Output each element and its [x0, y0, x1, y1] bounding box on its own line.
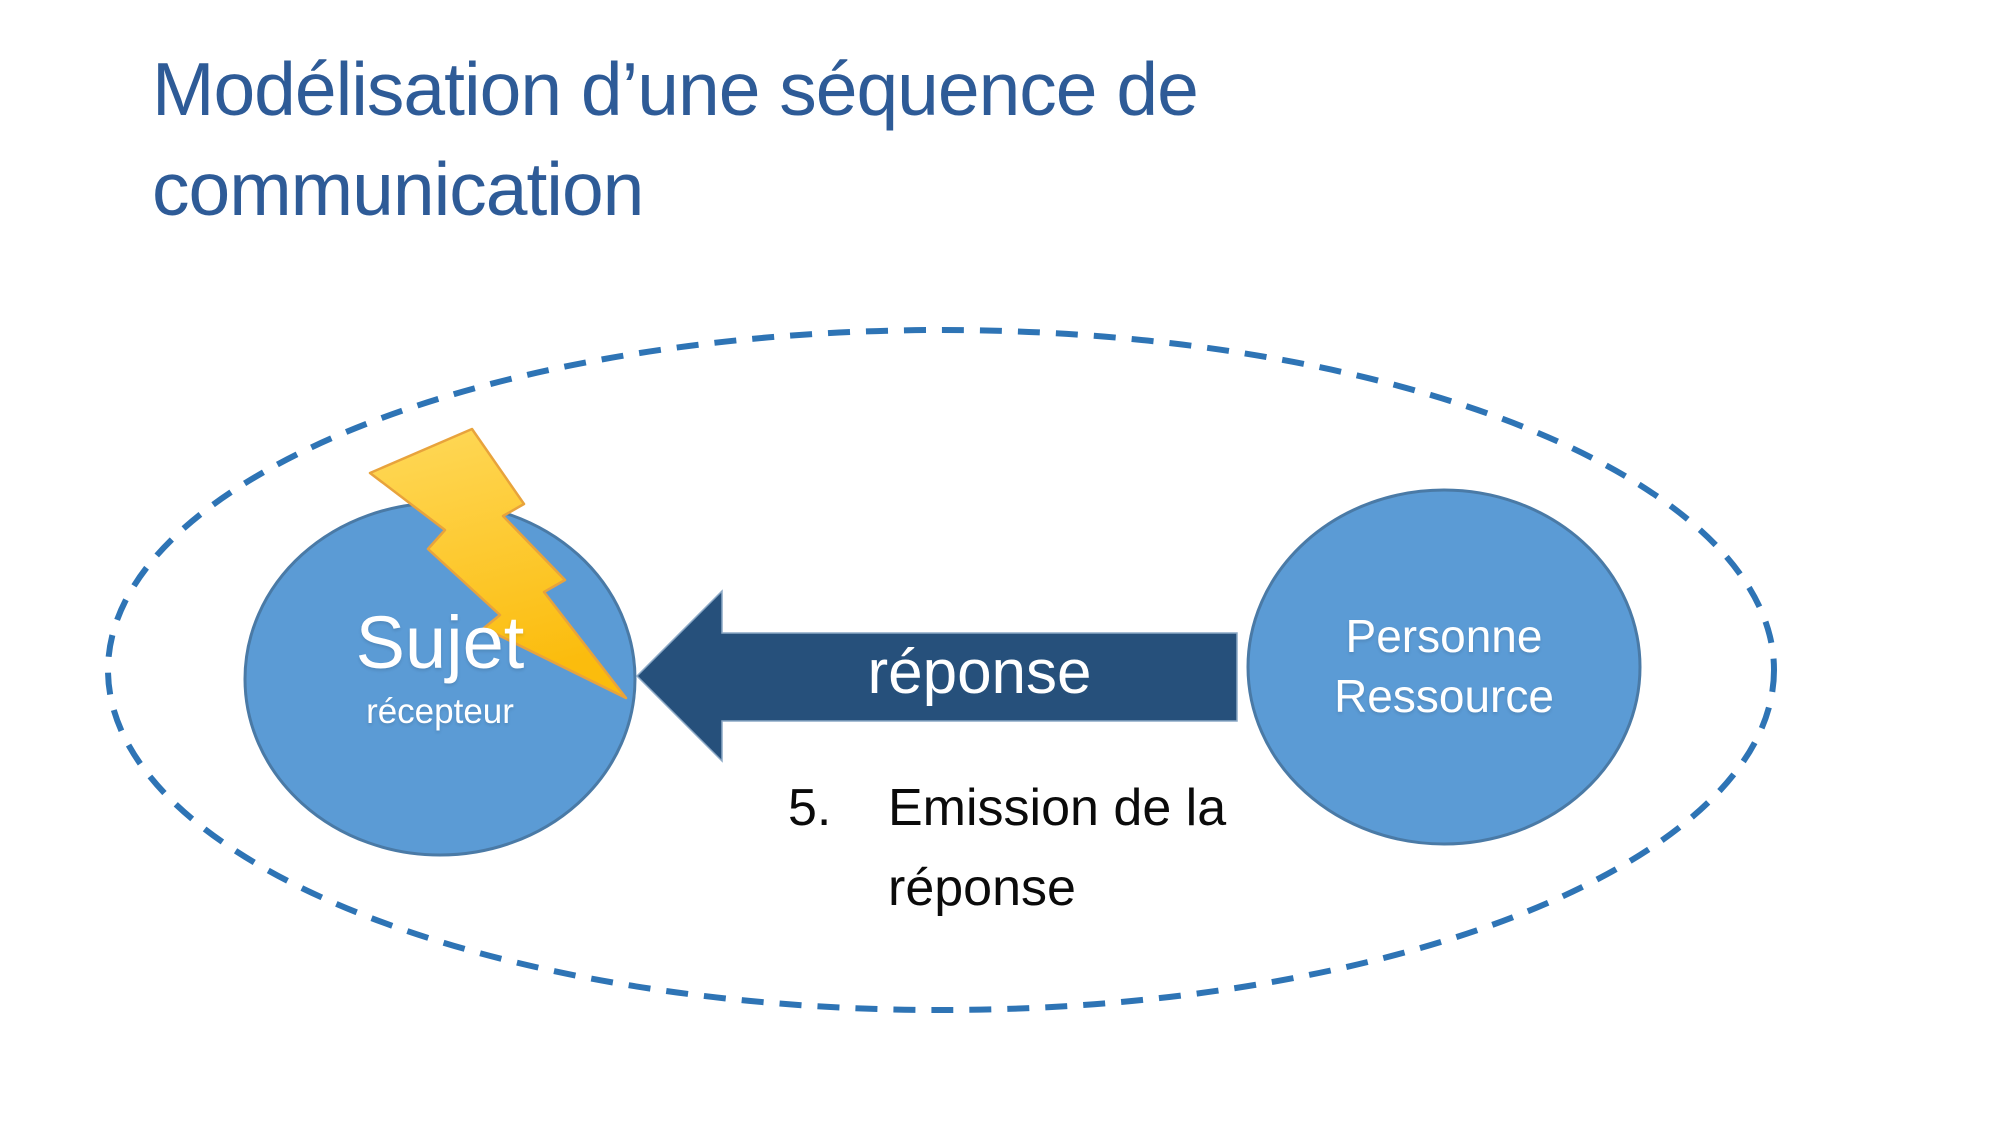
communication-boundary-ellipse — [105, 327, 1777, 1013]
subject-circle-sublabel: récepteur — [366, 692, 514, 731]
response-arrow-label: réponse — [867, 638, 1092, 707]
step-number: 5. — [788, 779, 832, 837]
resource-circle-label-line1: Personne — [1345, 610, 1543, 662]
resource-circle-label: Personne Ressource — [1248, 606, 1640, 726]
slide-title: Modélisation d’une séquence de communica… — [152, 47, 1199, 231]
step-item: 5. Emission de la réponse — [788, 768, 1226, 928]
lightning-bolt-icon — [368, 427, 628, 700]
step-text: Emission de la réponse — [888, 779, 1227, 917]
subject-circle-label: Sujet — [355, 601, 525, 684]
resource-circle-label-line2: Ressource — [1334, 670, 1554, 722]
resource-circle — [1246, 488, 1642, 846]
response-arrow — [635, 589, 1238, 763]
